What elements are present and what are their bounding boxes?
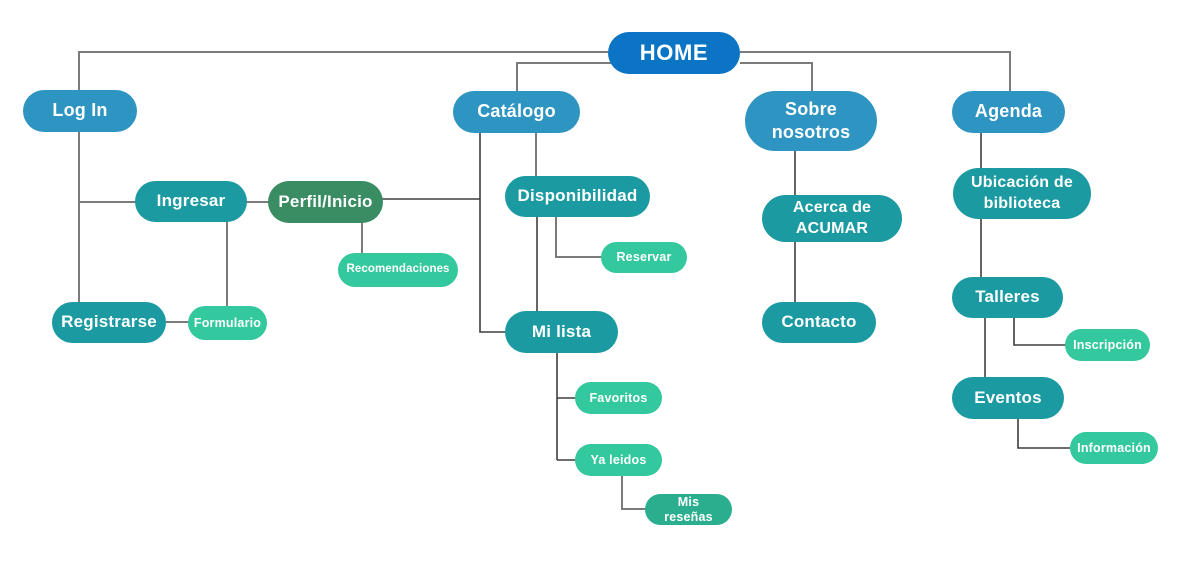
node-registrarse[interactable]: Registrarse <box>52 302 166 343</box>
node-recomendaciones[interactable]: Recomendaciones <box>338 253 458 287</box>
node-acerca-de-acumar[interactable]: Acerca de ACUMAR <box>762 195 902 242</box>
node-eventos[interactable]: Eventos <box>952 377 1064 419</box>
connector-home-agenda <box>740 51 1011 92</box>
node-mis-resenas[interactable]: Mis reseñas <box>645 494 732 525</box>
connector-home-sobre-nosotros <box>740 62 813 92</box>
node-informacion[interactable]: Información <box>1070 432 1158 464</box>
node-perfil-inicio[interactable]: Perfil/Inicio <box>268 181 383 223</box>
node-mi-lista[interactable]: Mi lista <box>505 311 618 353</box>
node-reservar[interactable]: Reservar <box>601 242 687 273</box>
connector-yaleidos-misresenas <box>621 475 646 510</box>
connector-disponibilidad-reservar <box>555 216 602 258</box>
connector-home-catalogo <box>516 62 655 92</box>
node-contacto[interactable]: Contacto <box>762 302 876 343</box>
node-sobre-nosotros[interactable]: Sobre nosotros <box>745 91 877 151</box>
node-log-in[interactable]: Log In <box>23 90 137 132</box>
node-ya-leidos[interactable]: Ya leidos <box>575 444 662 476</box>
node-talleres[interactable]: Talleres <box>952 277 1063 318</box>
node-ubicacion-de-biblioteca[interactable]: Ubicación de biblioteca <box>953 168 1091 219</box>
node-home[interactable]: HOME <box>608 32 740 74</box>
connector-home-login <box>78 51 608 90</box>
node-inscripcion[interactable]: Inscripción <box>1065 329 1150 361</box>
node-ingresar[interactable]: Ingresar <box>135 181 247 222</box>
connector-talleres-inscripcion <box>1013 317 1066 346</box>
node-favoritos[interactable]: Favoritos <box>575 382 662 414</box>
node-agenda[interactable]: Agenda <box>952 91 1065 133</box>
node-disponibilidad[interactable]: Disponibilidad <box>505 176 650 217</box>
node-formulario[interactable]: Formulario <box>188 306 267 340</box>
node-catalogo[interactable]: Catálogo <box>453 91 580 133</box>
connector-catalogo-milista <box>479 132 506 333</box>
connector-eventos-informacion <box>1017 418 1071 449</box>
